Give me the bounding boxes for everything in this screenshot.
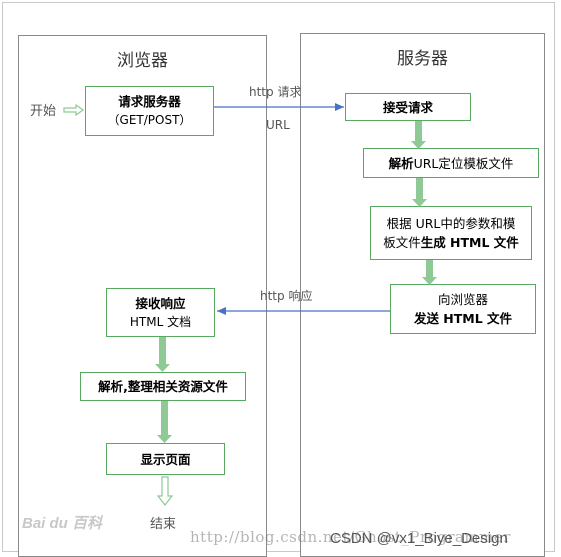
http-response-label: http 响应 — [260, 289, 313, 303]
http-request-label: http 请求 — [249, 85, 302, 99]
flow-arrow-parse-to-generate — [412, 178, 427, 207]
end-label: 结束 — [150, 517, 177, 532]
diagram-frame — [2, 2, 555, 552]
flow-arrow-generate-to-send — [422, 260, 437, 285]
show-page-title: 显示页面 — [140, 451, 191, 467]
browser-lane-title: 浏览器 — [117, 51, 168, 71]
start-label: 开始 — [30, 104, 57, 119]
parse-url-box: 解析 URL定位模板文件 — [363, 148, 539, 178]
baidu-watermark: Bai du 百科 — [22, 515, 103, 532]
csdn-watermark: CSDN @vx1_Biye_Design — [330, 530, 508, 547]
blog-url-watermark: http://blog.csdn.net/Ghost_Programmer — [190, 528, 511, 546]
send-html-line2: 发送 HTML 文件 — [413, 311, 513, 326]
generate-html-line2: 板文件生成 HTML 文件 — [383, 233, 519, 252]
parse-resources-box: 解析,整理相关资源文件 — [80, 372, 246, 401]
accept-request-box: 接受请求 — [345, 93, 471, 121]
send-html-box: 向浏览器 发送 HTML 文件 — [390, 284, 536, 334]
request-server-method: （GET/POST） — [107, 113, 192, 127]
send-html-line1: 向浏览器 — [437, 292, 488, 307]
end-arrow — [156, 476, 174, 506]
parse-url-text: URL定位模板文件 — [413, 155, 514, 171]
receive-response-box: 接收响应 HTML 文档 — [106, 288, 215, 337]
receive-response-title: 接收响应 — [135, 295, 186, 311]
parse-resources-title: 解析,整理相关资源文件 — [98, 379, 228, 394]
accept-request-title: 接受请求 — [382, 99, 433, 115]
parse-url-bold: 解析 — [388, 155, 414, 171]
generate-html-line2-bold: 生成 HTML 文件 — [420, 235, 519, 250]
flow-arrow-accept-to-parse — [411, 121, 426, 149]
server-lane-title: 服务器 — [397, 49, 448, 69]
flow-arrow-parse-to-show — [157, 401, 172, 443]
request-server-title: 请求服务器 — [118, 94, 181, 109]
show-page-box: 显示页面 — [106, 443, 225, 475]
flow-arrow-receive-to-parse — [155, 337, 170, 372]
generate-html-box: 根据 URL中的参数和模 板文件生成 HTML 文件 — [370, 206, 532, 260]
generate-html-line2-normal: 板文件 — [383, 235, 421, 250]
start-arrow — [63, 103, 85, 117]
url-label: URL — [266, 118, 290, 132]
generate-html-line1: 根据 URL中的参数和模 — [386, 216, 516, 231]
request-server-box: 请求服务器 （GET/POST） — [85, 86, 214, 136]
receive-response-doc: HTML 文档 — [129, 314, 192, 329]
